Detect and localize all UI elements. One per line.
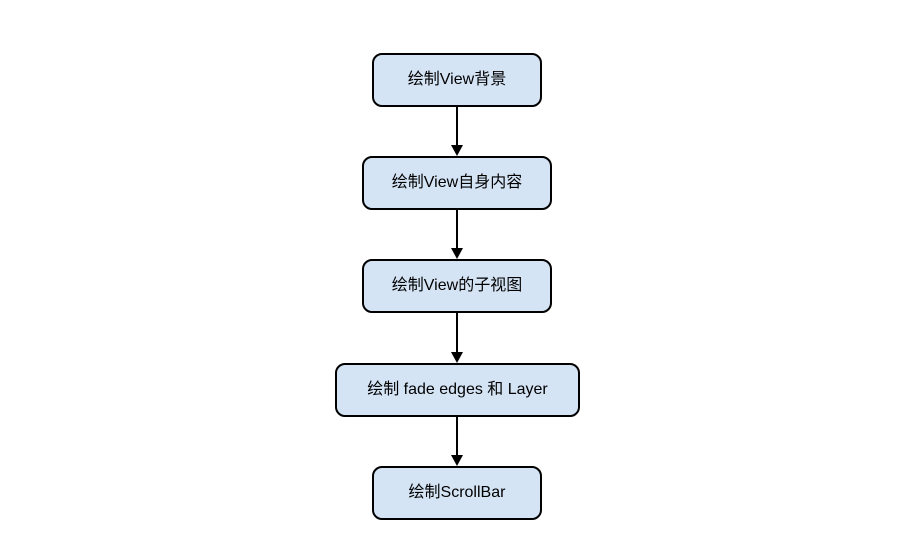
flow-arrow: [451, 107, 463, 156]
node-label: 绘制 fade edges 和 Layer: [367, 381, 548, 398]
node-label: 绘制View背景: [407, 71, 507, 88]
arrow-head-icon: [451, 248, 463, 259]
node-label: 绘制View自身内容: [391, 174, 523, 191]
flow-node-draw-view-children: 绘制View的子视图: [362, 259, 552, 313]
arrow-head-icon: [451, 145, 463, 156]
flow-node-draw-scrollbar: 绘制ScrollBar: [372, 466, 542, 520]
arrow-line: [456, 313, 458, 354]
node-label: 绘制ScrollBar: [408, 484, 506, 501]
arrow-line: [456, 107, 458, 147]
flow-arrow: [451, 417, 463, 466]
flow-node-draw-fade-edges-layer: 绘制 fade edges 和 Layer: [335, 363, 580, 417]
flow-arrow: [451, 210, 463, 259]
flow-arrow: [451, 313, 463, 363]
flow-node-draw-view-background: 绘制View背景: [372, 53, 542, 107]
node-label: 绘制View的子视图: [391, 277, 523, 294]
arrow-head-icon: [451, 352, 463, 363]
arrow-head-icon: [451, 455, 463, 466]
flow-node-draw-view-own-content: 绘制View自身内容: [362, 156, 552, 210]
arrow-line: [456, 210, 458, 250]
arrow-line: [456, 417, 458, 457]
